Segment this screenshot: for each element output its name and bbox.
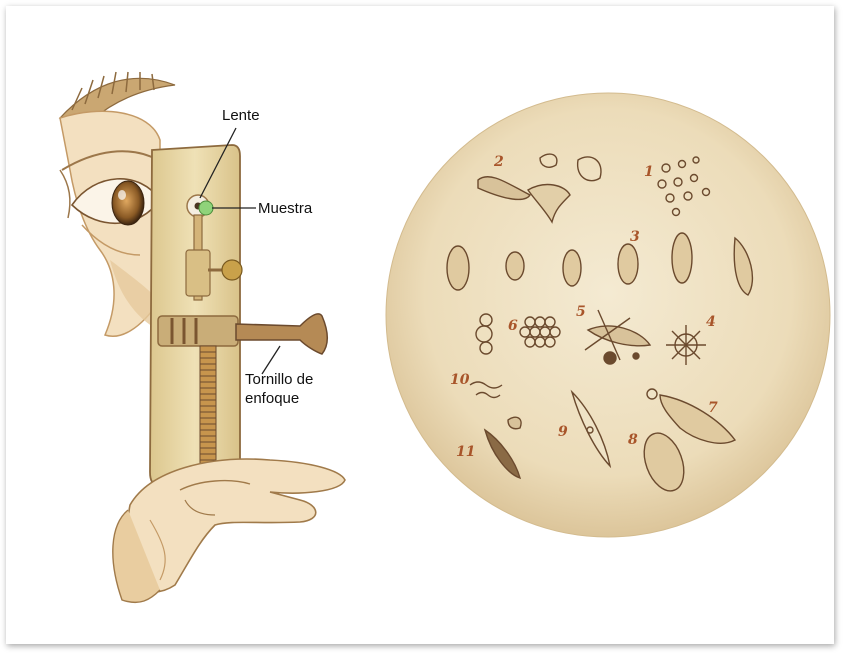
hand-illustration bbox=[113, 459, 345, 602]
specimen-rod-c bbox=[563, 250, 581, 286]
specimen-rod-b bbox=[506, 252, 524, 280]
microscope-view: 2 1 3 6 5 4 10 7 9 8 11 bbox=[386, 93, 830, 537]
number-10: 10 bbox=[450, 372, 470, 388]
number-9: 9 bbox=[558, 424, 568, 440]
specimen-rod-a bbox=[447, 246, 469, 290]
number-7: 7 bbox=[708, 400, 718, 416]
sample-icon bbox=[199, 201, 213, 215]
number-1a: 1 bbox=[644, 164, 654, 180]
label-focus-line1: Tornillo de bbox=[245, 371, 313, 388]
number-4: 4 bbox=[706, 314, 716, 330]
label-focus-line2: enfoque bbox=[245, 390, 299, 407]
number-6: 6 bbox=[508, 318, 518, 334]
label-sample: Muestra bbox=[258, 200, 313, 217]
view-disc bbox=[386, 93, 830, 537]
specimen-4 bbox=[666, 325, 706, 365]
specimen-3 bbox=[618, 244, 638, 284]
number-8: 8 bbox=[628, 432, 638, 448]
microscope bbox=[150, 145, 327, 485]
knob-icon bbox=[222, 260, 242, 280]
number-2: 2 bbox=[493, 154, 504, 170]
number-5: 5 bbox=[576, 304, 586, 320]
label-lens: Lente bbox=[222, 107, 260, 124]
specimen-rod-e bbox=[672, 233, 692, 283]
number-3: 3 bbox=[630, 229, 640, 245]
number-11: 11 bbox=[456, 444, 475, 460]
focus-screw-handle bbox=[236, 314, 327, 354]
